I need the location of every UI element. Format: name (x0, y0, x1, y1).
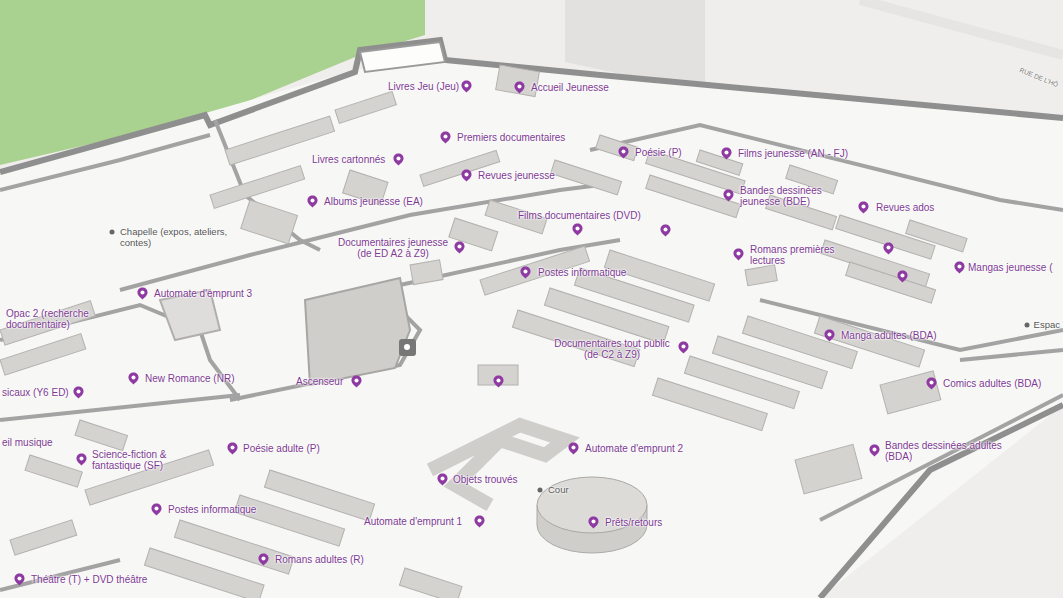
core-block (305, 278, 410, 385)
inner-walls (0, 120, 1063, 590)
outer-wall (0, 40, 1063, 172)
poi-label: Films documentaires (DVD) (518, 210, 641, 221)
poi-label: Opac 2 (recherche documentaire) (6, 308, 101, 330)
poi-label: New Romance (NR) (145, 373, 234, 384)
place-label: Espac (1034, 319, 1060, 330)
shelves (0, 65, 967, 598)
poi-label: Théâtre (T) + DVD théâtre (31, 574, 147, 585)
poi-pins (14, 81, 964, 586)
poi-label: Livres Jeu (Jeu) (388, 81, 459, 92)
elevator-icon (399, 339, 416, 356)
poi-label: Automate d'emprunt 1 (364, 516, 462, 527)
poi-label: Bandes dessinées adultes (BDA) (885, 440, 1013, 462)
poi-label: Science-fiction & fantastique (SF) (92, 449, 182, 471)
poi-label: Objets trouvés (453, 474, 517, 485)
poi-label: Romans adultes (R) (275, 554, 364, 565)
poi-label: Prêts/retours (605, 517, 662, 528)
floor (0, 58, 1063, 598)
poi-label: sicaux (Y6 ED) (2, 387, 69, 398)
courtyard-wall (360, 42, 445, 72)
poi-label: Postes informatique (538, 267, 626, 278)
poi-label: Automate d'emprunt 3 (154, 288, 252, 299)
poi-label: Ascenseur (296, 376, 343, 387)
poi-label: Postes informatique (168, 504, 256, 515)
poi-label: Revues ados (876, 202, 934, 213)
poi-label: Comics adultes (BDA) (943, 378, 1041, 389)
poi-label: Poésie adulte (P) (243, 443, 320, 454)
poi-label: Bandes dessinées jeunesse (BDE) (740, 185, 832, 207)
poi-label: Documentaires jeunesse (de ED A2 à Z9) (332, 237, 454, 259)
place-dot (110, 230, 115, 235)
poi-label: Mangas jeunesse ( (968, 262, 1053, 273)
poi-label: Livres cartonnés (312, 154, 385, 165)
poi-label: Poésie (P) (635, 147, 682, 158)
place-label: Cour (548, 484, 569, 495)
place-dot (538, 488, 543, 493)
poi-label: Films jeunesse (AN - FJ) (738, 148, 848, 159)
place-label: Chapelle (expos, ateliers, contes) (120, 226, 248, 248)
poi-label: Automate d'emprunt 2 (585, 443, 683, 454)
poi-label: Albums jeunesse (EA) (324, 196, 423, 207)
elevator-icon (404, 344, 410, 350)
poi-label: Manga adultes (BDA) (841, 330, 937, 341)
street (860, 0, 1063, 55)
poi-label: Romans premières lectures (750, 244, 842, 266)
poi-label: eil musique (2, 437, 53, 448)
poi-label: Accueil Jeunesse (531, 82, 609, 93)
poi-label: Revues jeunesse (478, 170, 555, 181)
poi-label: Premiers documentaires (457, 132, 565, 143)
poi-label: Documentaires tout public (de C2 à Z9) (546, 338, 678, 360)
street-label: RUE DE L'HÔ (1018, 64, 1060, 90)
place-dot (1025, 323, 1030, 328)
